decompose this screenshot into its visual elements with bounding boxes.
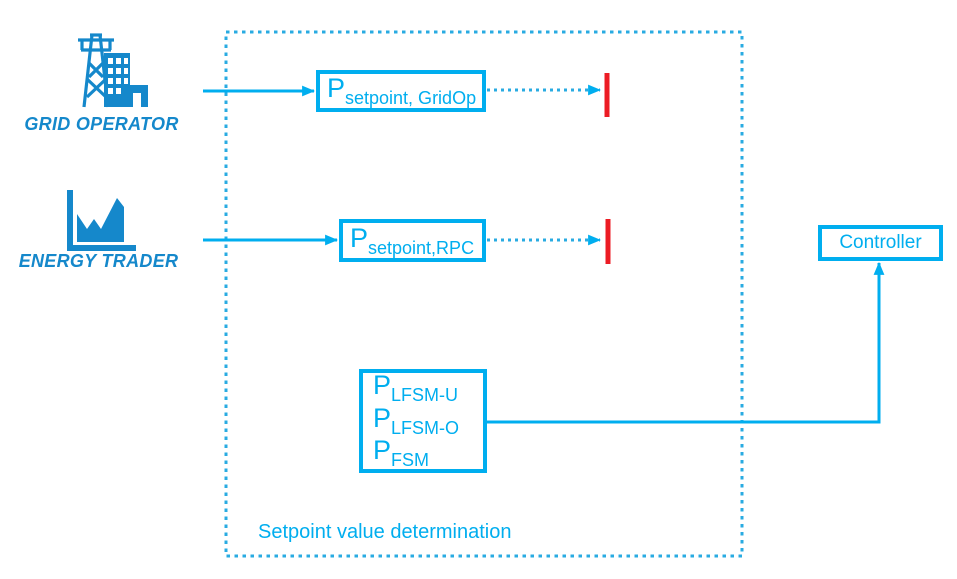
grid-operator-label: GRID OPERATOR xyxy=(24,114,179,134)
arrow-lfsm-to-controller xyxy=(486,261,885,424)
lfsm-u-text: PLFSM-U xyxy=(373,370,459,406)
setpoint-determination-label: Setpoint value determination xyxy=(258,521,512,543)
controller-block: Controller xyxy=(818,225,943,261)
market-area-chart-icon xyxy=(60,186,144,256)
gridop-setpoint-block: Psetpoint, GridOp xyxy=(316,70,486,112)
transmission-tower-buildings-icon xyxy=(60,27,152,111)
lfsm-fsm-block: PLFSM-U PLFSM-O PFSM xyxy=(359,369,487,473)
rpc-setpoint-text: Psetpoint,RPC xyxy=(350,222,475,258)
fsm-text: PFSM xyxy=(373,435,430,471)
gridop-setpoint-text: Psetpoint, GridOp xyxy=(327,73,477,108)
controller-label: Controller xyxy=(839,232,922,253)
energy-trader-label: ENERGY TRADER xyxy=(18,251,179,271)
lfsm-o-text: PLFSM-O xyxy=(373,402,460,438)
rpc-setpoint-block: Psetpoint,RPC xyxy=(339,219,486,262)
